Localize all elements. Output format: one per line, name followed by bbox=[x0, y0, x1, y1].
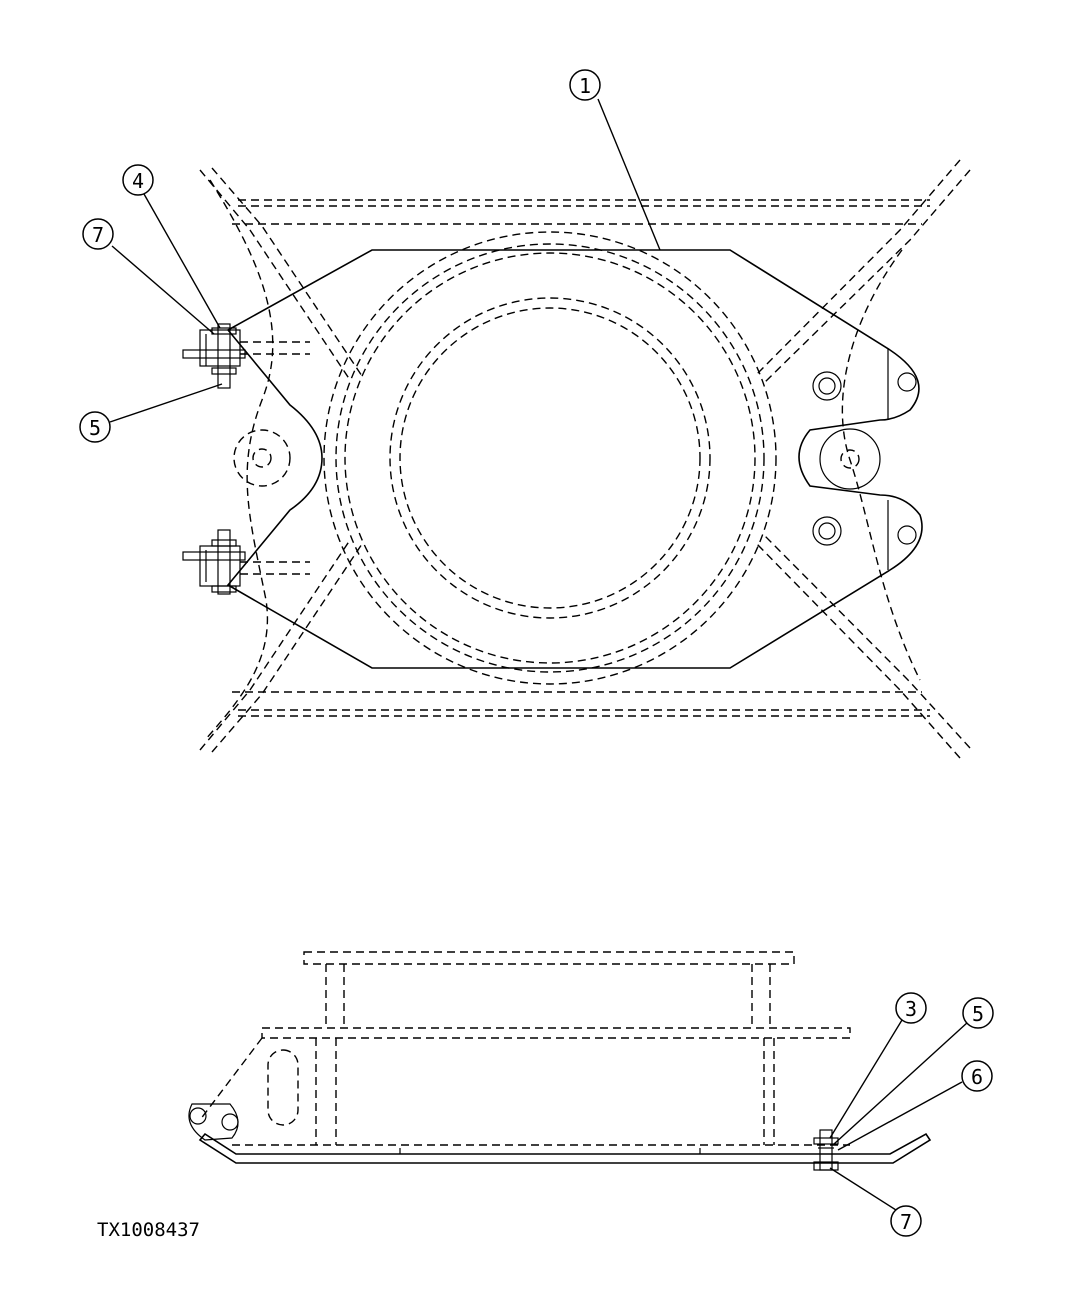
callout-4: 4 bbox=[122, 164, 154, 196]
lower-bracket-bolt bbox=[182, 529, 246, 595]
callout-3-label: 3 bbox=[905, 997, 917, 1021]
side-view bbox=[188, 951, 969, 1211]
side-guard-plate bbox=[198, 1132, 932, 1164]
callout-1-label: 1 bbox=[579, 74, 591, 98]
callout-5-side: 5 bbox=[962, 997, 994, 1029]
callout-3: 3 bbox=[895, 992, 927, 1024]
callout-5-top: 5 bbox=[79, 411, 111, 443]
callout-5-side-label: 5 bbox=[972, 1002, 984, 1026]
callout-7-side: 7 bbox=[890, 1205, 922, 1237]
frame-rails bbox=[199, 159, 971, 759]
callout-7-side-label: 7 bbox=[900, 1210, 912, 1234]
callout-4-label: 4 bbox=[132, 169, 144, 193]
callout-6: 6 bbox=[961, 1060, 993, 1092]
side-bolt-assembly bbox=[813, 1129, 839, 1171]
top-view bbox=[109, 98, 971, 759]
figure-reference: TX1008437 bbox=[97, 1219, 200, 1241]
upper-bracket-bolt bbox=[182, 323, 246, 389]
swing-bearing bbox=[323, 231, 777, 685]
callout-7-top-label: 7 bbox=[92, 223, 104, 247]
callout-6-label: 6 bbox=[971, 1065, 983, 1089]
guard-plate-outline bbox=[226, 249, 923, 669]
callout-7-top: 7 bbox=[82, 218, 114, 250]
callout-1: 1 bbox=[569, 69, 601, 101]
callout-5-top-label: 5 bbox=[89, 416, 101, 440]
